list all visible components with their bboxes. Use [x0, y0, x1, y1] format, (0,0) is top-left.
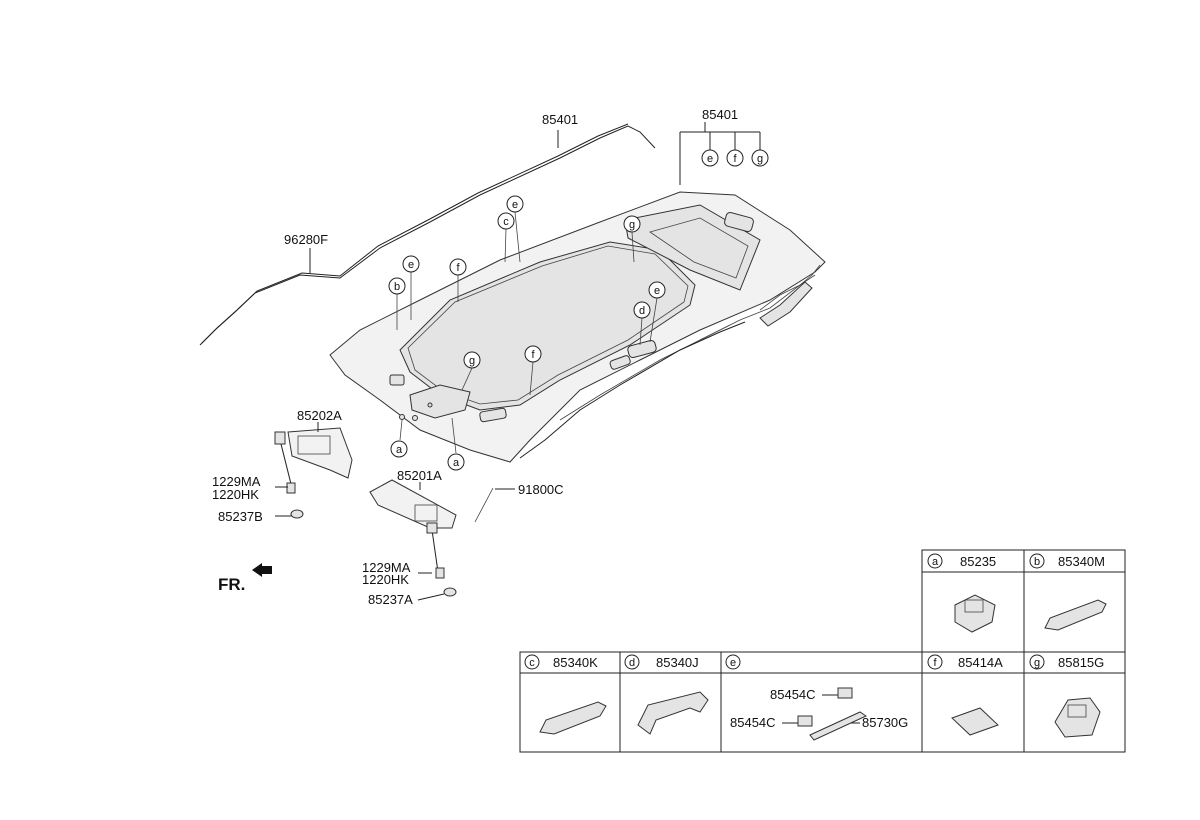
svg-text:g: g: [629, 219, 635, 231]
label-85401-cable: 85401: [542, 112, 578, 127]
label-1229MA-lh: 1229MA: [362, 560, 411, 575]
svg-text:f: f: [733, 153, 737, 165]
svg-text:f: f: [456, 262, 460, 274]
svg-text:a: a: [396, 444, 403, 456]
svg-text:85235: 85235: [960, 554, 996, 569]
svg-text:85414A: 85414A: [958, 655, 1003, 670]
legend-cell-d: d 85340J: [624, 654, 709, 735]
label-85237A: 85237A: [368, 592, 413, 607]
callout-e-1: e: [506, 195, 524, 213]
callout-d: d: [633, 301, 651, 319]
label-85237B: 85237B: [218, 509, 263, 524]
svg-text:85815G: 85815G: [1058, 655, 1104, 670]
front-label: FR.: [218, 575, 245, 594]
legend-table: a 85235 b 85340M c 85340K: [519, 549, 1126, 753]
legend-cell-c: c 85340K: [524, 654, 607, 735]
svg-text:c: c: [529, 657, 535, 669]
label-91800C: 91800C: [518, 482, 564, 497]
svg-text:a: a: [932, 556, 939, 568]
svg-text:d: d: [639, 305, 645, 317]
svg-text:b: b: [1034, 556, 1040, 568]
label-96280F: 96280F: [284, 232, 328, 247]
callout-f-1: f: [449, 258, 467, 276]
dome-lamp-icon: [954, 594, 996, 633]
callout-e-top: e: [701, 149, 719, 167]
svg-text:85340J: 85340J: [656, 655, 699, 670]
label-85202A: 85202A: [297, 408, 342, 423]
callouts: e f g e c g f e b e d f g a a: [388, 149, 769, 471]
callout-g-1: g: [623, 215, 641, 233]
svg-text:85454C: 85454C: [730, 715, 776, 730]
callout-g-2: g: [463, 351, 481, 369]
svg-text:g: g: [1034, 657, 1040, 669]
svg-text:a: a: [453, 457, 460, 469]
legend-cell-e: e 85454C 85454C 85730G: [725, 654, 908, 741]
svg-text:85340K: 85340K: [553, 655, 598, 670]
svg-text:f: f: [531, 349, 535, 361]
leader-lines: [275, 122, 761, 601]
svg-text:e: e: [730, 657, 736, 669]
headlining-panel: [329, 191, 826, 523]
callout-e-3: e: [648, 281, 666, 299]
label-85201A: 85201A: [397, 468, 442, 483]
assist-handle-c-icon: [539, 701, 607, 735]
svg-text:g: g: [757, 153, 763, 165]
pad-icon: [951, 707, 999, 736]
svg-text:d: d: [629, 657, 635, 669]
antenna-cable-drawing: [199, 123, 656, 346]
legend-cell-g: g 85815G: [1029, 654, 1104, 738]
callout-b: b: [388, 277, 406, 295]
callout-f-top: f: [726, 149, 744, 167]
callout-a-2: a: [447, 453, 465, 471]
front-arrow-icon: [252, 563, 272, 577]
svg-text:85454C: 85454C: [770, 687, 816, 702]
assist-handle-d-icon: [637, 691, 709, 735]
assist-handle-b-icon: [1044, 599, 1107, 631]
callout-c: c: [497, 212, 515, 230]
svg-text:85730G: 85730G: [862, 715, 908, 730]
svg-text:c: c: [503, 216, 509, 228]
label-85401-headlining: 85401: [702, 107, 738, 122]
callout-g-top: g: [751, 149, 769, 167]
callout-a-1: a: [390, 440, 408, 458]
legend-cell-a: a 85235: [927, 553, 996, 633]
label-1229MA-rh: 1229MA: [212, 474, 261, 489]
svg-text:85340M: 85340M: [1058, 554, 1105, 569]
svg-text:e: e: [512, 199, 518, 211]
svg-text:g: g: [469, 355, 475, 367]
svg-text:e: e: [408, 259, 414, 271]
svg-text:f: f: [933, 657, 937, 669]
callout-e-2: e: [402, 255, 420, 273]
sunvisor-rh-drawing: [274, 427, 353, 519]
svg-text:b: b: [394, 281, 400, 293]
legend-cell-f: f 85414A: [927, 654, 1003, 736]
label-1220HK-rh: 1220HK: [212, 487, 259, 502]
sunvisor-lh-drawing: [369, 479, 457, 597]
legend-cell-b: b 85340M: [1029, 553, 1107, 631]
svg-text:e: e: [707, 153, 713, 165]
callout-f-2: f: [524, 345, 542, 363]
label-1220HK-lh: 1220HK: [362, 572, 409, 587]
clip-icon: [1054, 697, 1101, 738]
svg-text:e: e: [654, 285, 660, 297]
